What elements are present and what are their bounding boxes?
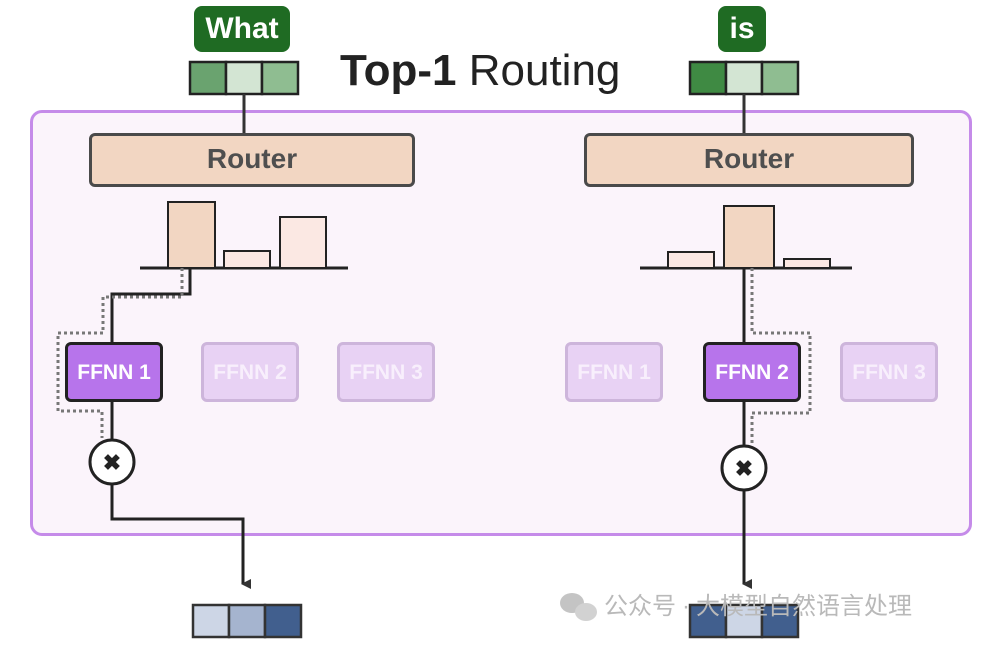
router-weight-dotted-path-left [56,268,184,438]
diagram-title: Top-1 Routing [340,46,620,96]
watermark-brand: 公众号 [604,593,676,620]
router-score-bar [667,251,715,269]
router-distribution-right [667,205,831,269]
input-embedding-is [688,60,800,96]
embedding-cell [260,60,300,96]
output-embedding-right [688,603,800,639]
router-right: Router [584,133,914,187]
watermark: 公众号·大模型自然语言处理 [556,586,912,621]
router-distribution-left [167,201,327,269]
embedding-cell [724,603,764,639]
token-label-is: is [718,6,766,52]
multiply-circle [88,438,136,486]
wechat-icon [560,593,597,621]
multiply-symbol: ✖ [735,456,753,481]
multiply-node-left: ✖ [88,438,136,486]
embedding-cell [688,60,728,96]
output-arrow-left [110,484,251,589]
router-score-bar [783,258,831,269]
expert-ffnn3-right: FFNN 3 [840,342,938,402]
title-bold: Top-1 [340,46,457,95]
token-label-what: What [194,6,290,52]
router-weight-dotted-path-right [750,268,812,446]
embedding-cell [724,60,764,96]
routing-path-left [110,268,192,342]
input-embedding-what [188,60,300,96]
router-score-bar [167,201,216,269]
embedding-cell [188,60,228,96]
router-score-bar [223,250,271,269]
embedding-cell [760,603,800,639]
watermark-separator: · [682,593,690,620]
expert-ffnn1-right: FFNN 1 [565,342,663,402]
watermark-name: 大模型自然语言处理 [696,593,912,620]
multiply-circle [720,444,768,492]
multiply-node-right: ✖ [720,444,768,492]
embedding-cell [263,603,303,639]
expert-ffnn2-left: FFNN 2 [201,342,299,402]
expert-ffnn2-right: FFNN 2 [703,342,801,402]
expert-ffnn3-left: FFNN 3 [337,342,435,402]
router-score-bar [723,205,775,269]
embedding-cell [224,60,264,96]
router-left: Router [89,133,415,187]
router-score-bar [279,216,327,269]
embedding-cell [191,603,231,639]
expert-ffnn1-left: FFNN 1 [65,342,163,402]
output-embedding-left [191,603,303,639]
embedding-cell [760,60,800,96]
embedding-cell [227,603,267,639]
title-light: Routing [468,46,621,95]
multiply-symbol: ✖ [103,450,121,475]
